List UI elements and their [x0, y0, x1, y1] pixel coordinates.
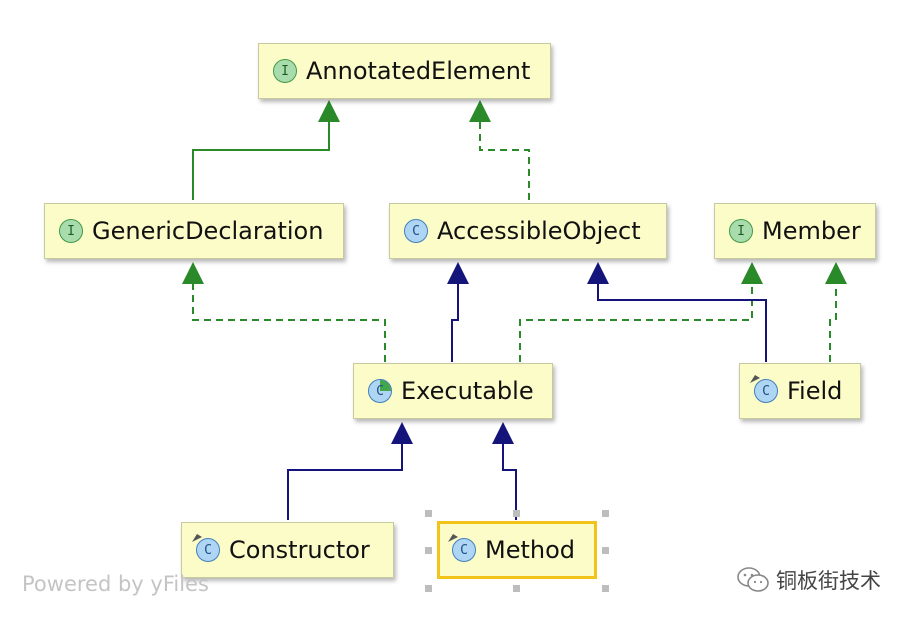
- resize-handle-s[interactable]: [513, 585, 520, 592]
- node-label: Method: [485, 536, 576, 564]
- node-accessible-object[interactable]: C AccessibleObject: [389, 203, 667, 259]
- arrowhead-member-right: [825, 262, 847, 284]
- interface-icon: I: [273, 59, 297, 83]
- watermark-text: 铜板街技术: [776, 569, 881, 593]
- edge-field-to-member: [829, 282, 837, 362]
- pin-icon: [448, 534, 458, 542]
- pin-icon: [750, 375, 760, 383]
- node-method[interactable]: C Method: [437, 521, 597, 579]
- node-label: Field: [787, 377, 843, 405]
- edge-method-to-executable: [502, 442, 517, 520]
- arrowhead-annotatedelement-right: [469, 100, 491, 122]
- resize-handle-n[interactable]: [513, 510, 520, 517]
- node-executable[interactable]: C Executable: [353, 363, 553, 419]
- final-class-icon: C: [192, 534, 220, 562]
- final-class-icon: C: [750, 375, 778, 403]
- wechat-icon: [737, 567, 769, 592]
- node-label: Constructor: [229, 536, 370, 564]
- node-label: Member: [762, 217, 861, 245]
- arrowhead-executable-right: [492, 422, 514, 444]
- interface-icon: I: [729, 219, 753, 243]
- class-icon: C: [404, 219, 428, 243]
- resize-handle-se[interactable]: [602, 585, 609, 592]
- abstract-class-icon: C: [368, 379, 392, 403]
- node-label: GenericDeclaration: [92, 217, 324, 245]
- pin-icon: [192, 534, 202, 542]
- edge-accessibleobject-to-annotatedelement: [479, 120, 530, 200]
- arrowhead-member-left: [741, 262, 763, 284]
- node-generic-declaration[interactable]: I GenericDeclaration: [44, 203, 344, 259]
- resize-handle-e[interactable]: [602, 547, 609, 554]
- resize-handle-nw[interactable]: [425, 510, 432, 517]
- node-label: AccessibleObject: [437, 217, 641, 245]
- interface-icon: I: [59, 219, 83, 243]
- edge-executable-to-genericdeclaration: [192, 282, 386, 362]
- resize-handle-sw[interactable]: [425, 585, 432, 592]
- arrowhead-accessibleobject-left: [447, 262, 469, 284]
- powered-by-label: Powered by yFiles: [22, 572, 209, 596]
- node-member[interactable]: I Member: [714, 203, 876, 259]
- arrowhead-accessibleobject-right: [587, 262, 609, 284]
- watermark: 铜板街技术: [736, 565, 881, 595]
- node-label: AnnotatedElement: [306, 57, 531, 85]
- resize-handle-ne[interactable]: [602, 510, 609, 517]
- node-field[interactable]: C Field: [739, 363, 861, 419]
- arrowhead-genericdeclaration: [182, 262, 204, 284]
- edge-genericdeclaration-to-annotatedelement: [192, 120, 330, 200]
- final-class-icon: C: [448, 534, 476, 562]
- node-label: Executable: [401, 377, 534, 405]
- edge-field-to-accessibleobject: [597, 282, 767, 362]
- arrowhead-executable-left: [391, 422, 413, 444]
- resize-handle-w[interactable]: [425, 547, 432, 554]
- node-annotated-element[interactable]: I AnnotatedElement: [258, 43, 551, 99]
- edge-executable-to-member: [519, 282, 753, 362]
- edge-constructor-to-executable: [287, 442, 403, 520]
- node-constructor[interactable]: C Constructor: [181, 522, 394, 578]
- arrowhead-annotatedelement-left: [318, 100, 340, 122]
- edge-executable-to-accessibleobject: [451, 282, 459, 362]
